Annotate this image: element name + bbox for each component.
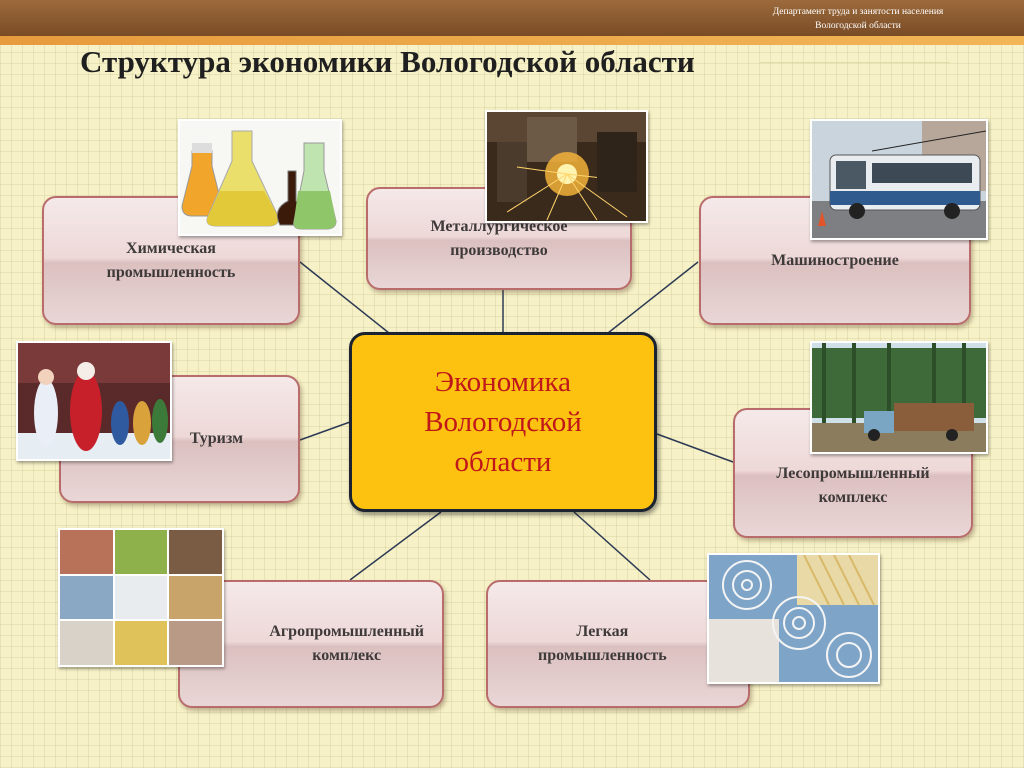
- father-frost-festival-photo: [16, 341, 172, 461]
- sector-tourism-box: Туризм: [59, 375, 300, 503]
- lace-crafts-photo: [707, 553, 880, 684]
- connector-forestry: [656, 433, 734, 463]
- sector-light-box: Легкая промышленность: [486, 580, 750, 708]
- timber-truck-forest-photo: [810, 341, 988, 454]
- connector-machinery: [607, 261, 699, 334]
- center-economy-label: Экономика Вологодской области: [424, 366, 582, 478]
- department-line-2: Вологодской области: [815, 21, 901, 31]
- trolleybus-photo: [810, 119, 988, 240]
- sector-forestry-label: Лесопромышленный комплекс: [776, 465, 930, 506]
- sector-agro-label: Агропромышленный комплекс: [269, 623, 424, 664]
- department-caption: Департамент труда и занятости населения …: [748, 5, 968, 33]
- connector-chemical: [299, 261, 390, 334]
- chemistry-flasks-photo: [178, 119, 342, 236]
- sector-machinery-label: Машиностроение: [771, 251, 899, 269]
- steel-mill-sparks-photo: [485, 110, 648, 223]
- sector-chemical-label: Химическая промышленность: [106, 239, 236, 281]
- connector-tourism: [299, 421, 351, 441]
- slide-title: Структура экономики Вологодской области: [80, 44, 695, 79]
- title-divider: [760, 62, 950, 63]
- top-banner: [0, 0, 1024, 36]
- agriculture-collage-photo: [58, 528, 224, 667]
- sector-light-label: Легкая промышленность: [538, 623, 667, 664]
- department-line-1: Департамент труда и занятости населения: [772, 7, 944, 17]
- connector-light: [573, 511, 651, 581]
- orange-stripe: [0, 36, 1024, 45]
- center-economy-box: Экономика Вологодской области: [349, 332, 657, 512]
- sector-tourism-label: Туризм: [189, 430, 243, 447]
- connector-agro: [349, 511, 442, 581]
